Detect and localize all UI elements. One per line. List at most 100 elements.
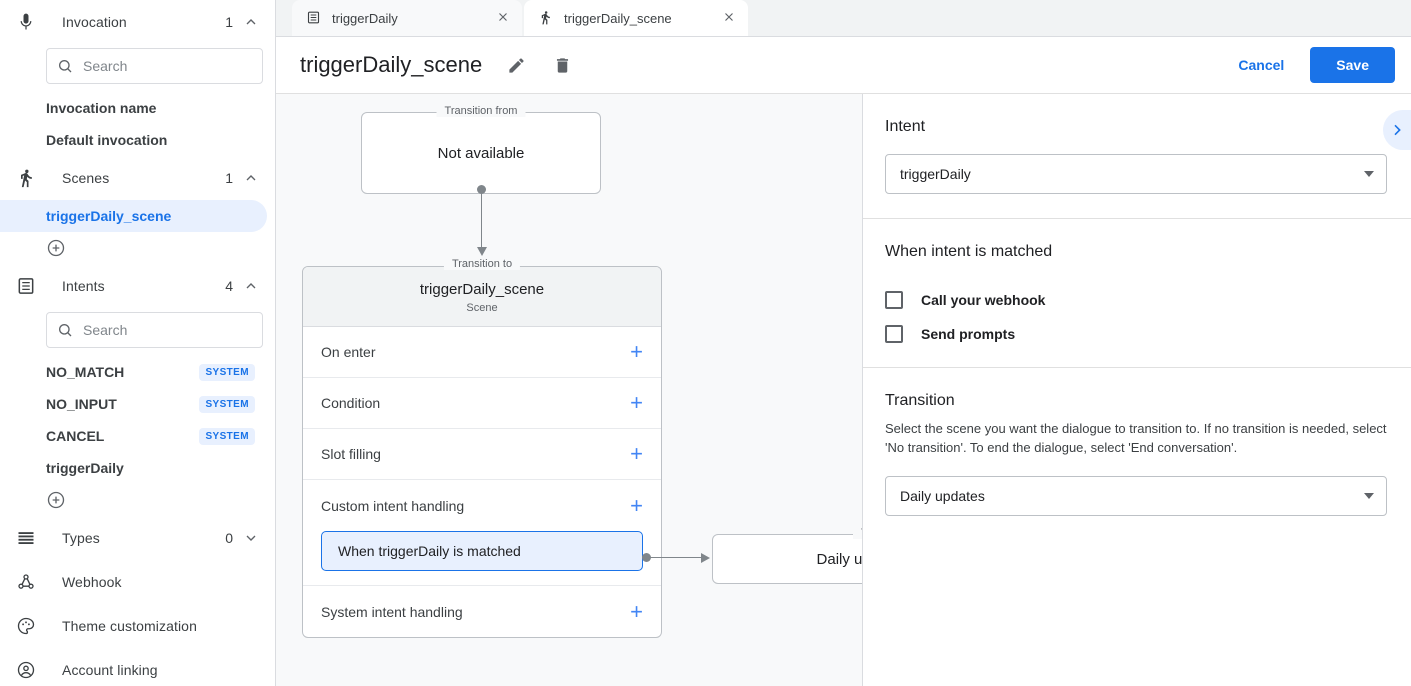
checkbox-row-send-prompts[interactable]: Send prompts	[885, 325, 1387, 343]
intents-search-wrap	[0, 308, 275, 356]
target-transition-box[interactable]: Transition to Daily updates	[712, 527, 862, 584]
dropdown-arrow-icon	[1364, 492, 1374, 499]
scene-row-system-intent-handling[interactable]: System intent handling +	[303, 586, 661, 637]
intents-search-box[interactable]	[46, 312, 264, 348]
transition-description: Select the scene you want the dialogue t…	[885, 421, 1387, 455]
connector-arrow-down	[477, 247, 487, 256]
panel-section-when-matched: When intent is matched Call your webhook…	[863, 219, 1411, 368]
main-area: triggerDaily triggerDaily_scene triggerD…	[276, 0, 1411, 686]
transition-from-value: Not available	[437, 144, 525, 162]
close-icon[interactable]	[496, 10, 512, 26]
intent-handler-chip[interactable]: When triggerDaily is matched	[321, 531, 643, 571]
send-prompts-checkbox[interactable]	[885, 325, 903, 343]
add-slot-filling-icon[interactable]: +	[630, 441, 643, 466]
sidebar-group-count: 1	[225, 14, 233, 30]
sidebar-group-count: 1	[225, 170, 233, 186]
add-on-enter-icon[interactable]: +	[630, 339, 643, 364]
tab-label: triggerDaily_scene	[564, 10, 672, 26]
sidebar-item-invocation-name[interactable]: Invocation name	[0, 92, 267, 124]
checkbox-row-call-your-webhook[interactable]: Call your webhook	[885, 291, 1387, 309]
add-circle-icon[interactable]	[46, 490, 66, 510]
transition-to-legend: Transition to	[443, 258, 521, 270]
sidebar-group-intents[interactable]: Intents 4	[0, 264, 275, 308]
dropdown-arrow-icon	[1364, 171, 1374, 177]
scene-row-on-enter[interactable]: On enter +	[303, 327, 661, 378]
sidebar-group-invocation[interactable]: Invocation 1	[0, 0, 275, 44]
scene-walk-icon	[14, 166, 38, 190]
intent-tab-icon	[306, 10, 322, 26]
body-split: Transition from Not available Transition…	[276, 94, 1411, 686]
chevron-right-icon[interactable]	[1383, 110, 1411, 150]
connector-line-horizontal	[647, 557, 702, 558]
add-condition-icon[interactable]: +	[630, 390, 643, 415]
intent-select[interactable]: triggerDaily	[885, 154, 1387, 194]
status-badge: SYSTEM	[199, 363, 255, 381]
tab-triggerdaily-scene[interactable]: triggerDaily_scene	[524, 0, 748, 36]
chevron-up-icon[interactable]	[243, 14, 259, 30]
add-scene-row	[0, 232, 275, 264]
types-lines-icon	[14, 526, 38, 550]
scene-graph-canvas[interactable]: Transition from Not available Transition…	[276, 94, 862, 686]
target-transition-value: Daily updates	[816, 550, 862, 568]
scene-card: triggerDaily_scene Scene On enter + Cond…	[302, 266, 662, 638]
left-sidebar: Invocation 1 Invocation name Default inv…	[0, 0, 276, 686]
connector-dot-handler	[642, 553, 651, 562]
scene-card-name: triggerDaily_scene	[419, 281, 545, 298]
scene-row-slot-filling[interactable]: Slot filling +	[303, 429, 661, 480]
scene-card-subtitle: Scene	[466, 302, 498, 314]
pencil-icon[interactable]	[504, 53, 528, 77]
sidebar-item-webhook[interactable]: Webhook	[0, 560, 275, 604]
chevron-up-icon[interactable]	[243, 278, 259, 294]
panel-section-intent: Intent triggerDaily	[863, 94, 1411, 219]
close-icon[interactable]	[722, 10, 738, 26]
add-custom-intent-handling-icon[interactable]: +	[630, 492, 643, 518]
sidebar-group-types[interactable]: Types 0	[0, 516, 275, 560]
sidebar-item-account-linking[interactable]: Account linking	[0, 648, 275, 686]
sidebar-item-label: Invocation name	[46, 100, 157, 116]
call-your-webhook-checkbox[interactable]	[885, 291, 903, 309]
add-circle-icon[interactable]	[46, 238, 66, 258]
invocation-search-input[interactable]	[83, 58, 264, 74]
transition-select[interactable]: Daily updates	[885, 475, 1387, 516]
invocation-search-box[interactable]	[46, 48, 264, 84]
sidebar-group-scenes[interactable]: Scenes 1	[0, 156, 275, 200]
palette-icon	[14, 614, 38, 638]
intents-search-input[interactable]	[83, 322, 264, 338]
status-badge: SYSTEM	[199, 427, 255, 445]
sidebar-item-no-input[interactable]: NO_INPUT SYSTEM	[0, 388, 267, 420]
sidebar-item-label: NO_MATCH	[46, 364, 125, 380]
panel-section-transition: Transition Select the scene you want the…	[863, 368, 1411, 540]
scene-card-header: triggerDaily_scene Scene	[303, 267, 661, 327]
chevron-up-icon[interactable]	[243, 170, 259, 186]
editor-tabbar: triggerDaily triggerDaily_scene	[276, 0, 1411, 37]
cancel-button[interactable]: Cancel	[1224, 49, 1298, 81]
sidebar-item-default-invocation[interactable]: Default invocation	[0, 124, 267, 156]
tab-triggerdaily[interactable]: triggerDaily	[292, 0, 522, 36]
invocation-search-wrap	[0, 44, 275, 92]
scene-row-condition[interactable]: Condition +	[303, 378, 661, 429]
transition-from-box[interactable]: Transition from Not available	[361, 105, 601, 194]
sidebar-item-theme-customization[interactable]: Theme customization	[0, 604, 275, 648]
transition-select-value: Daily updates	[900, 487, 985, 504]
when-matched-heading: When intent is matched	[885, 243, 1053, 260]
webhook-nodes-icon	[14, 570, 38, 594]
save-button[interactable]: Save	[1310, 47, 1395, 83]
add-intent-row	[0, 484, 275, 516]
scene-row-label: Custom intent handling	[321, 497, 465, 514]
sidebar-item-triggerdaily[interactable]: triggerDaily	[0, 452, 267, 484]
sidebar-group-label: Types	[62, 530, 100, 546]
sidebar-item-label: triggerDaily_scene	[46, 208, 172, 224]
sidebar-group-label: Intents	[62, 278, 105, 294]
sidebar-item-no-match[interactable]: NO_MATCH SYSTEM	[0, 356, 267, 388]
chevron-down-icon[interactable]	[243, 530, 259, 546]
trash-icon[interactable]	[550, 53, 574, 77]
sidebar-item-label: Account linking	[62, 662, 158, 678]
sidebar-item-cancel[interactable]: CANCEL SYSTEM	[0, 420, 267, 452]
sidebar-item-triggerdaily-scene[interactable]: triggerDaily_scene	[0, 200, 267, 232]
sidebar-group-count: 4	[225, 278, 233, 294]
scene-titlebar: triggerDaily_scene Cancel Save	[276, 37, 1411, 94]
page-title: triggerDaily_scene	[300, 52, 483, 77]
scene-row-custom-intent-handling[interactable]: Custom intent handling +	[303, 480, 661, 531]
add-system-intent-handling-icon[interactable]: +	[630, 598, 643, 624]
